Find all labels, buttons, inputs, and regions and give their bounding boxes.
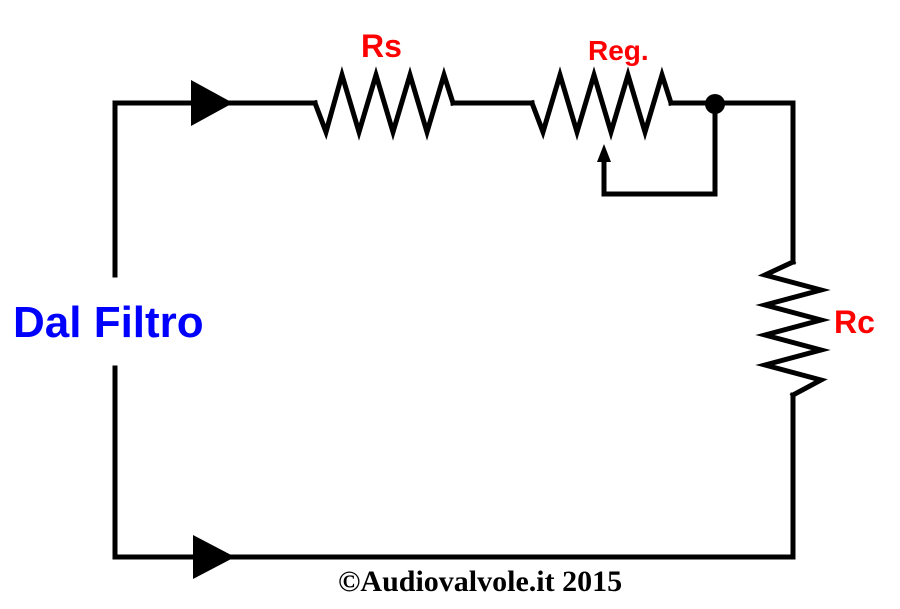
top-wire-segment-3 bbox=[668, 100, 796, 265]
left-wire-upper bbox=[112, 100, 198, 278]
label-reg: Reg. bbox=[588, 35, 649, 66]
label-rs: Rs bbox=[361, 28, 402, 64]
junction-dot-icon bbox=[705, 94, 725, 114]
label-rc: Rc bbox=[834, 304, 875, 340]
label-source: Dal Filtro bbox=[13, 298, 204, 347]
left-wire-lower bbox=[112, 365, 198, 560]
copyright-text: ©Audiovalvole.it 2015 bbox=[338, 565, 623, 598]
resistor-rs bbox=[311, 66, 457, 141]
resistor-rc bbox=[755, 258, 831, 399]
reg-wiper-loop bbox=[601, 100, 718, 197]
current-arrow-top-icon bbox=[191, 80, 233, 126]
reg-wiper-arrow-icon bbox=[597, 144, 611, 162]
current-arrow-bottom-icon bbox=[193, 535, 235, 579]
resistor-reg bbox=[528, 66, 675, 141]
bottom-wire bbox=[227, 392, 796, 560]
